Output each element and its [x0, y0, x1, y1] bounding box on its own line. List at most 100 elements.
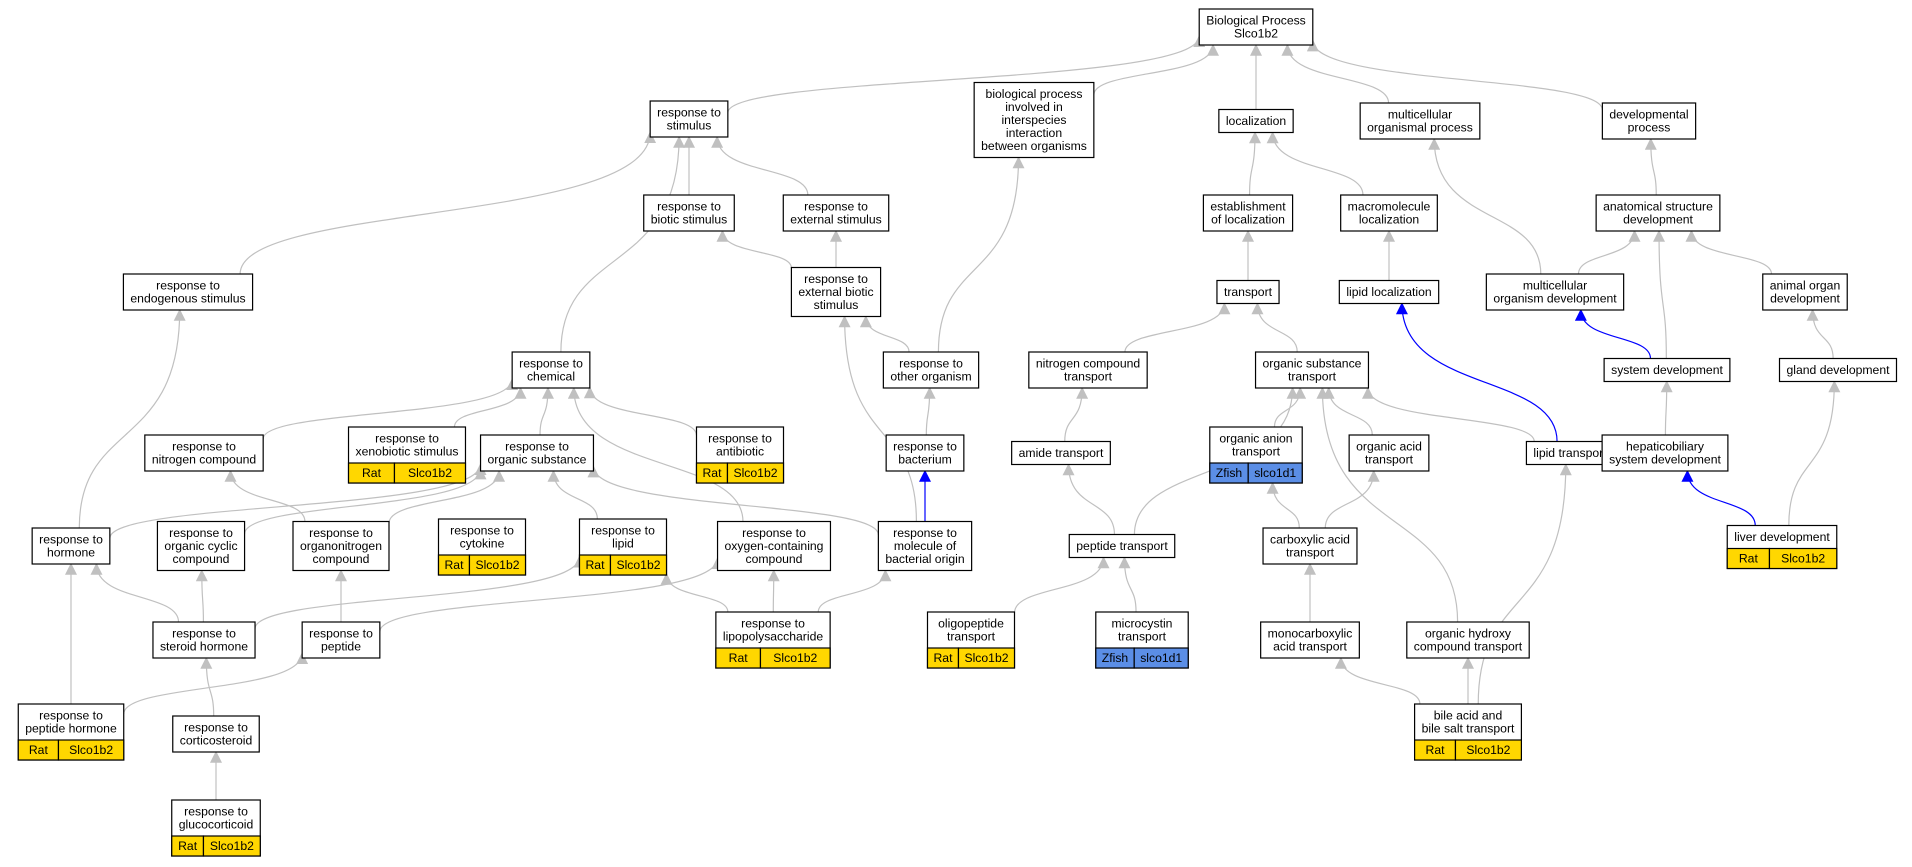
node-label-line: interaction	[1006, 126, 1062, 140]
edge-bactorigin-to-extbiotic	[838, 315, 918, 522]
species-badge: Rat	[347, 462, 396, 484]
node-label-line: response to	[450, 524, 514, 538]
species-label: Rat	[729, 651, 749, 665]
node-label-line: transport	[1288, 370, 1337, 384]
edge-organonitro-to-orgsub	[388, 469, 506, 524]
node-label-line: transport	[1118, 630, 1167, 644]
edge-antibiotic-to-chemical	[583, 386, 698, 436]
node-box	[1218, 108, 1294, 134]
node-label-line: transport	[1232, 445, 1281, 459]
node-label-line: hormone	[47, 546, 95, 560]
node-localization[interactable]: localization	[1218, 108, 1294, 134]
node-peptidetrans[interactable]: peptide transport	[1068, 533, 1176, 559]
edge-devproc-to-bp	[1306, 39, 1603, 110]
edge-lps-to-lipid	[660, 572, 729, 613]
node-box	[1202, 194, 1294, 232]
edges-layer	[65, 35, 1841, 801]
node-label-line: organismal process	[1367, 121, 1473, 135]
species-badge: Rat	[715, 647, 762, 669]
node-lipidtrans[interactable]: lipid transport	[1525, 440, 1615, 466]
edge-peptide-to-oxygen	[379, 557, 724, 632]
node-transport[interactable]: transport	[1216, 279, 1280, 305]
node-label-line: response to	[519, 357, 583, 371]
node-label-line: external biotic	[798, 285, 873, 299]
node-box	[292, 520, 390, 572]
node-label-line: transport	[947, 630, 996, 644]
node-label-line: involved in	[1005, 100, 1063, 114]
node-label-line: development	[1623, 213, 1693, 227]
node-label-line: response to	[39, 709, 103, 723]
edge-steroid-to-hormone	[90, 562, 180, 623]
gene-badge: Slco1b2	[1768, 547, 1838, 570]
edge-animaldev-to-anatdev	[1685, 229, 1773, 275]
node-box	[1762, 273, 1848, 311]
node-glanddev[interactable]: gland development	[1778, 357, 1898, 383]
node-label-line: lipid localization	[1346, 285, 1431, 299]
edge-orgsubtrans-to-transport	[1251, 302, 1298, 353]
edge-hormone-to-endo	[78, 308, 186, 529]
node-label-line: external stimulus	[790, 213, 881, 227]
node-box	[1028, 351, 1148, 389]
species-label: Rat	[1739, 552, 1759, 566]
edge-steroid-to-orgcyclic	[195, 569, 208, 623]
node-lipidloc[interactable]: lipid localization	[1338, 279, 1440, 305]
node-label-line: Slco1b2	[1234, 27, 1278, 41]
gene-badge: Slco1b2	[609, 554, 668, 576]
node-label-line: carboxylic acid	[1270, 533, 1350, 547]
node-label-line: process	[1628, 121, 1671, 135]
node-sysdev[interactable]: system development	[1603, 357, 1731, 383]
node-label-line: of localization	[1211, 213, 1285, 227]
node-label-line: organic hydroxy	[1425, 627, 1512, 641]
edge-oligo-to-peptidetrans	[1013, 556, 1110, 613]
node-amide[interactable]: amide transport	[1011, 440, 1111, 466]
node-label-line: peptide hormone	[25, 722, 117, 736]
